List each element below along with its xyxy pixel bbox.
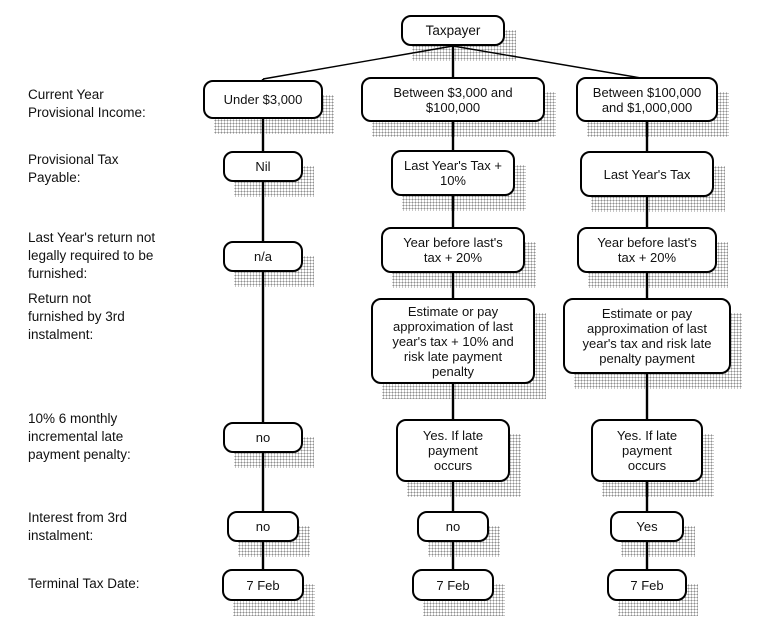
node-col3-estimate: Estimate or pay approximation of last ye… bbox=[563, 298, 731, 374]
node-col1-terminal-date: 7 Feb bbox=[222, 569, 304, 601]
node-col3-income: Between $100,000 and $1,000,000 bbox=[576, 77, 718, 122]
node-col1-return-req: n/a bbox=[223, 241, 303, 272]
row-label-late-penalty: 10% 6 monthly incremental late payment p… bbox=[28, 411, 131, 462]
node-taxpayer: Taxpayer bbox=[401, 15, 505, 46]
node-col2-tax-payable: Last Year's Tax + 10% bbox=[391, 150, 515, 196]
node-col3-tax-payable: Last Year's Tax bbox=[580, 151, 714, 197]
node-col1-income: Under $3,000 bbox=[203, 80, 323, 119]
node-col3-return-req: Year before last's tax + 20% bbox=[577, 227, 717, 273]
node-col1-late-penalty: no bbox=[223, 422, 303, 453]
node-col3-late-penalty: Yes. If late payment occurs bbox=[591, 419, 703, 482]
node-col2-terminal-date: 7 Feb bbox=[412, 569, 494, 601]
node-col1-interest: no bbox=[227, 511, 299, 542]
node-col3-interest: Yes bbox=[610, 511, 684, 542]
node-col2-late-penalty: Yes. If late payment occurs bbox=[396, 419, 510, 482]
row-label-return-not-required: Last Year's return not legally required … bbox=[28, 230, 156, 281]
row-label-terminal-tax-date: Terminal Tax Date: bbox=[28, 576, 140, 591]
node-col3-terminal-date: 7 Feb bbox=[607, 569, 687, 601]
row-label-interest: Interest from 3rd instalment: bbox=[28, 510, 128, 543]
row-label-return-not-furnished: Return not furnished by 3rd instalment: bbox=[28, 291, 125, 342]
node-col2-income: Between $3,000 and $100,000 bbox=[361, 77, 545, 122]
node-col2-interest: no bbox=[417, 511, 489, 542]
node-col2-return-req: Year before last's tax + 20% bbox=[381, 227, 525, 273]
row-label-provisional-income: Current Year Provisional Income: bbox=[28, 87, 146, 120]
node-col1-tax-payable: Nil bbox=[223, 151, 303, 182]
node-col2-estimate: Estimate or pay approximation of last ye… bbox=[371, 298, 535, 384]
row-label-provisional-tax: Provisional Tax Payable: bbox=[28, 152, 119, 185]
